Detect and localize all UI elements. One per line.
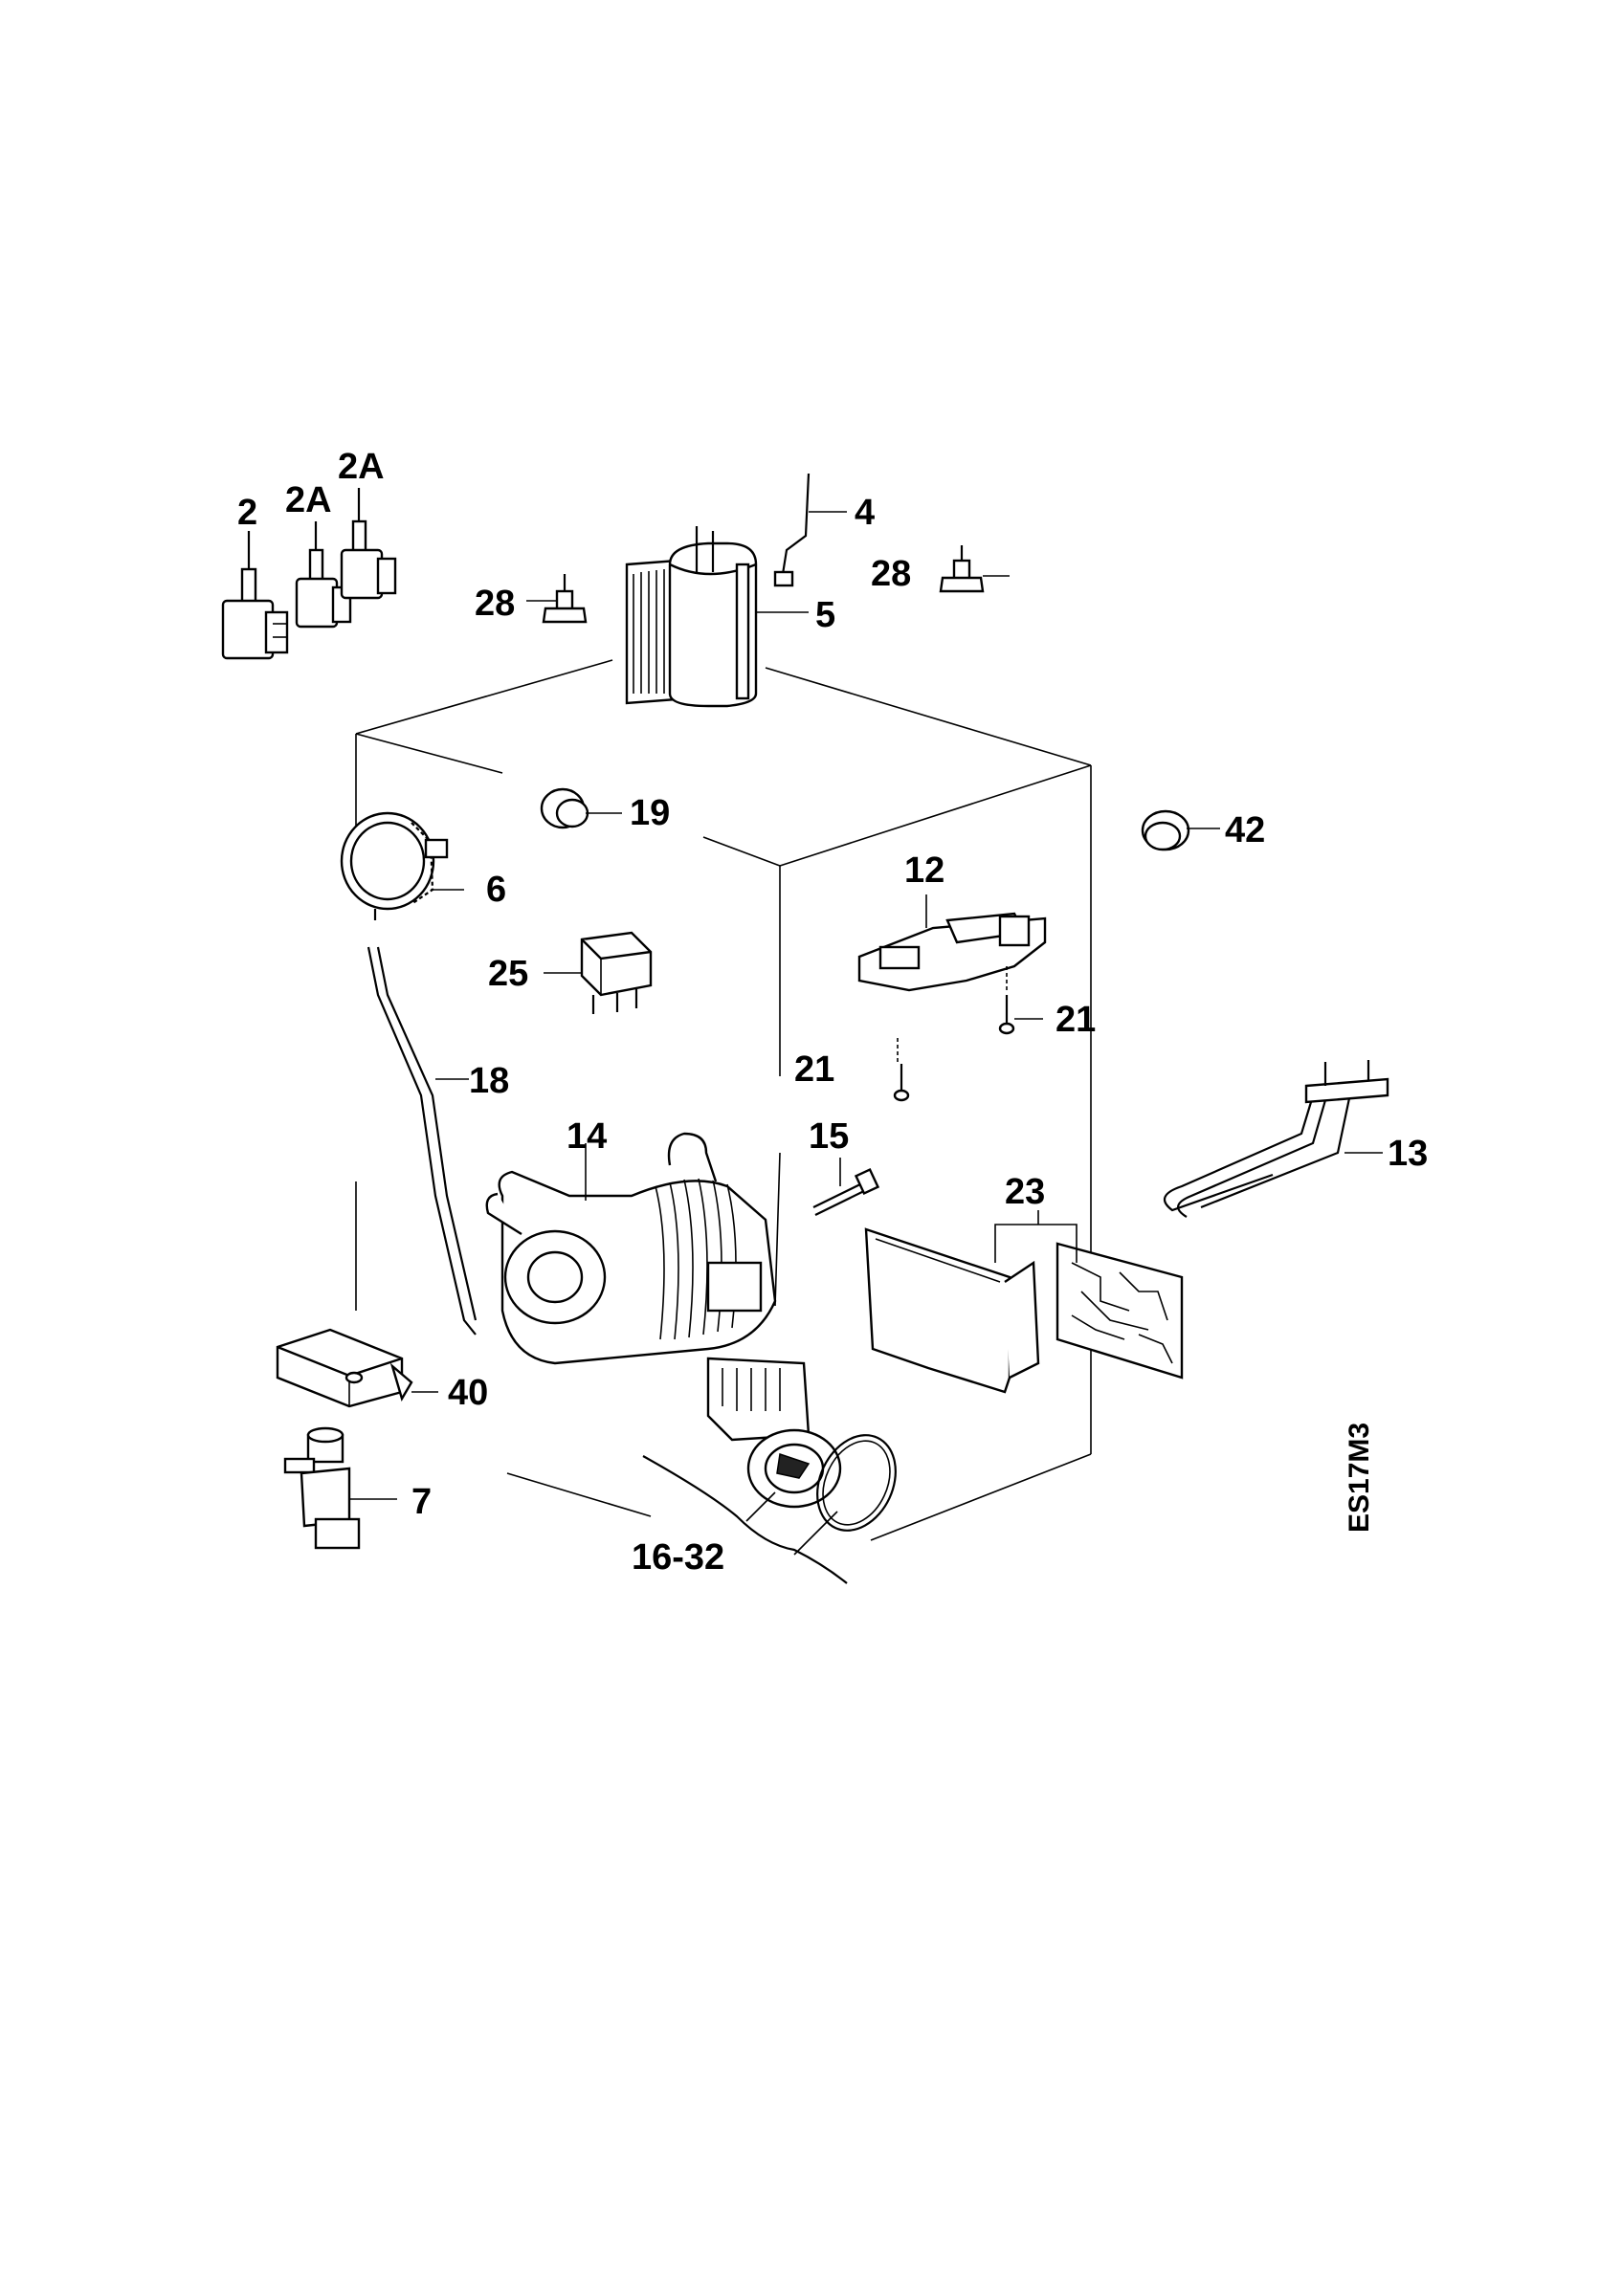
callout-15: 15 <box>809 1116 849 1157</box>
callout-2: 2 <box>237 493 257 533</box>
callout-labels: 2 2A 2A 4 28 28 5 19 42 6 12 25 21 21 18… <box>237 447 1428 1578</box>
part-12-door-lock <box>857 894 1047 992</box>
part-25-relay <box>544 931 653 1014</box>
part-21-screw-right <box>998 995 1043 1035</box>
callout-40: 40 <box>448 1373 488 1413</box>
part-28-switch-right <box>939 545 1010 593</box>
part-40-bracket <box>276 1328 438 1408</box>
part-16-32-pump <box>642 1357 897 1584</box>
callout-19: 19 <box>630 793 670 833</box>
callout-2a-right: 2A <box>338 447 385 487</box>
part-2a-switch-left <box>295 521 352 629</box>
callout-5: 5 <box>815 595 835 635</box>
part-28-switch-left <box>526 574 588 624</box>
part-5-block <box>625 526 809 708</box>
callout-21-right: 21 <box>1055 1000 1096 1040</box>
drawing-code: ES17M3 <box>1344 1423 1375 1533</box>
part-2-switch <box>221 531 289 660</box>
part-23-electronic-board <box>864 1210 1184 1394</box>
callout-23: 23 <box>1005 1172 1045 1212</box>
callout-13: 13 <box>1388 1134 1428 1174</box>
part-13-heater <box>1163 1060 1389 1218</box>
callout-16-32: 16-32 <box>632 1537 724 1578</box>
callout-18: 18 <box>469 1061 509 1101</box>
part-7-valve <box>283 1426 397 1550</box>
callout-14: 14 <box>567 1116 607 1157</box>
part-19-plug <box>540 787 622 829</box>
part-14-motor <box>485 1132 777 1365</box>
callout-21-left: 21 <box>794 1049 834 1090</box>
part-15-bolt <box>812 1158 880 1216</box>
callout-28-left: 28 <box>475 584 515 624</box>
part-2a-switch-right <box>340 488 397 600</box>
part-4-wire <box>773 473 847 587</box>
part-21-screw-left <box>893 1038 910 1102</box>
callout-28-right: 28 <box>871 554 911 594</box>
callout-12: 12 <box>904 850 944 891</box>
part-18-hose <box>367 946 478 1336</box>
part-42-plug <box>1141 809 1220 851</box>
callout-2a-left: 2A <box>285 480 332 520</box>
callout-42: 42 <box>1225 810 1265 850</box>
callout-6: 6 <box>486 870 506 910</box>
callout-7: 7 <box>411 1482 432 1522</box>
part-6-pressure-switch <box>340 811 464 920</box>
callout-4: 4 <box>855 493 875 533</box>
callout-25: 25 <box>488 954 528 994</box>
